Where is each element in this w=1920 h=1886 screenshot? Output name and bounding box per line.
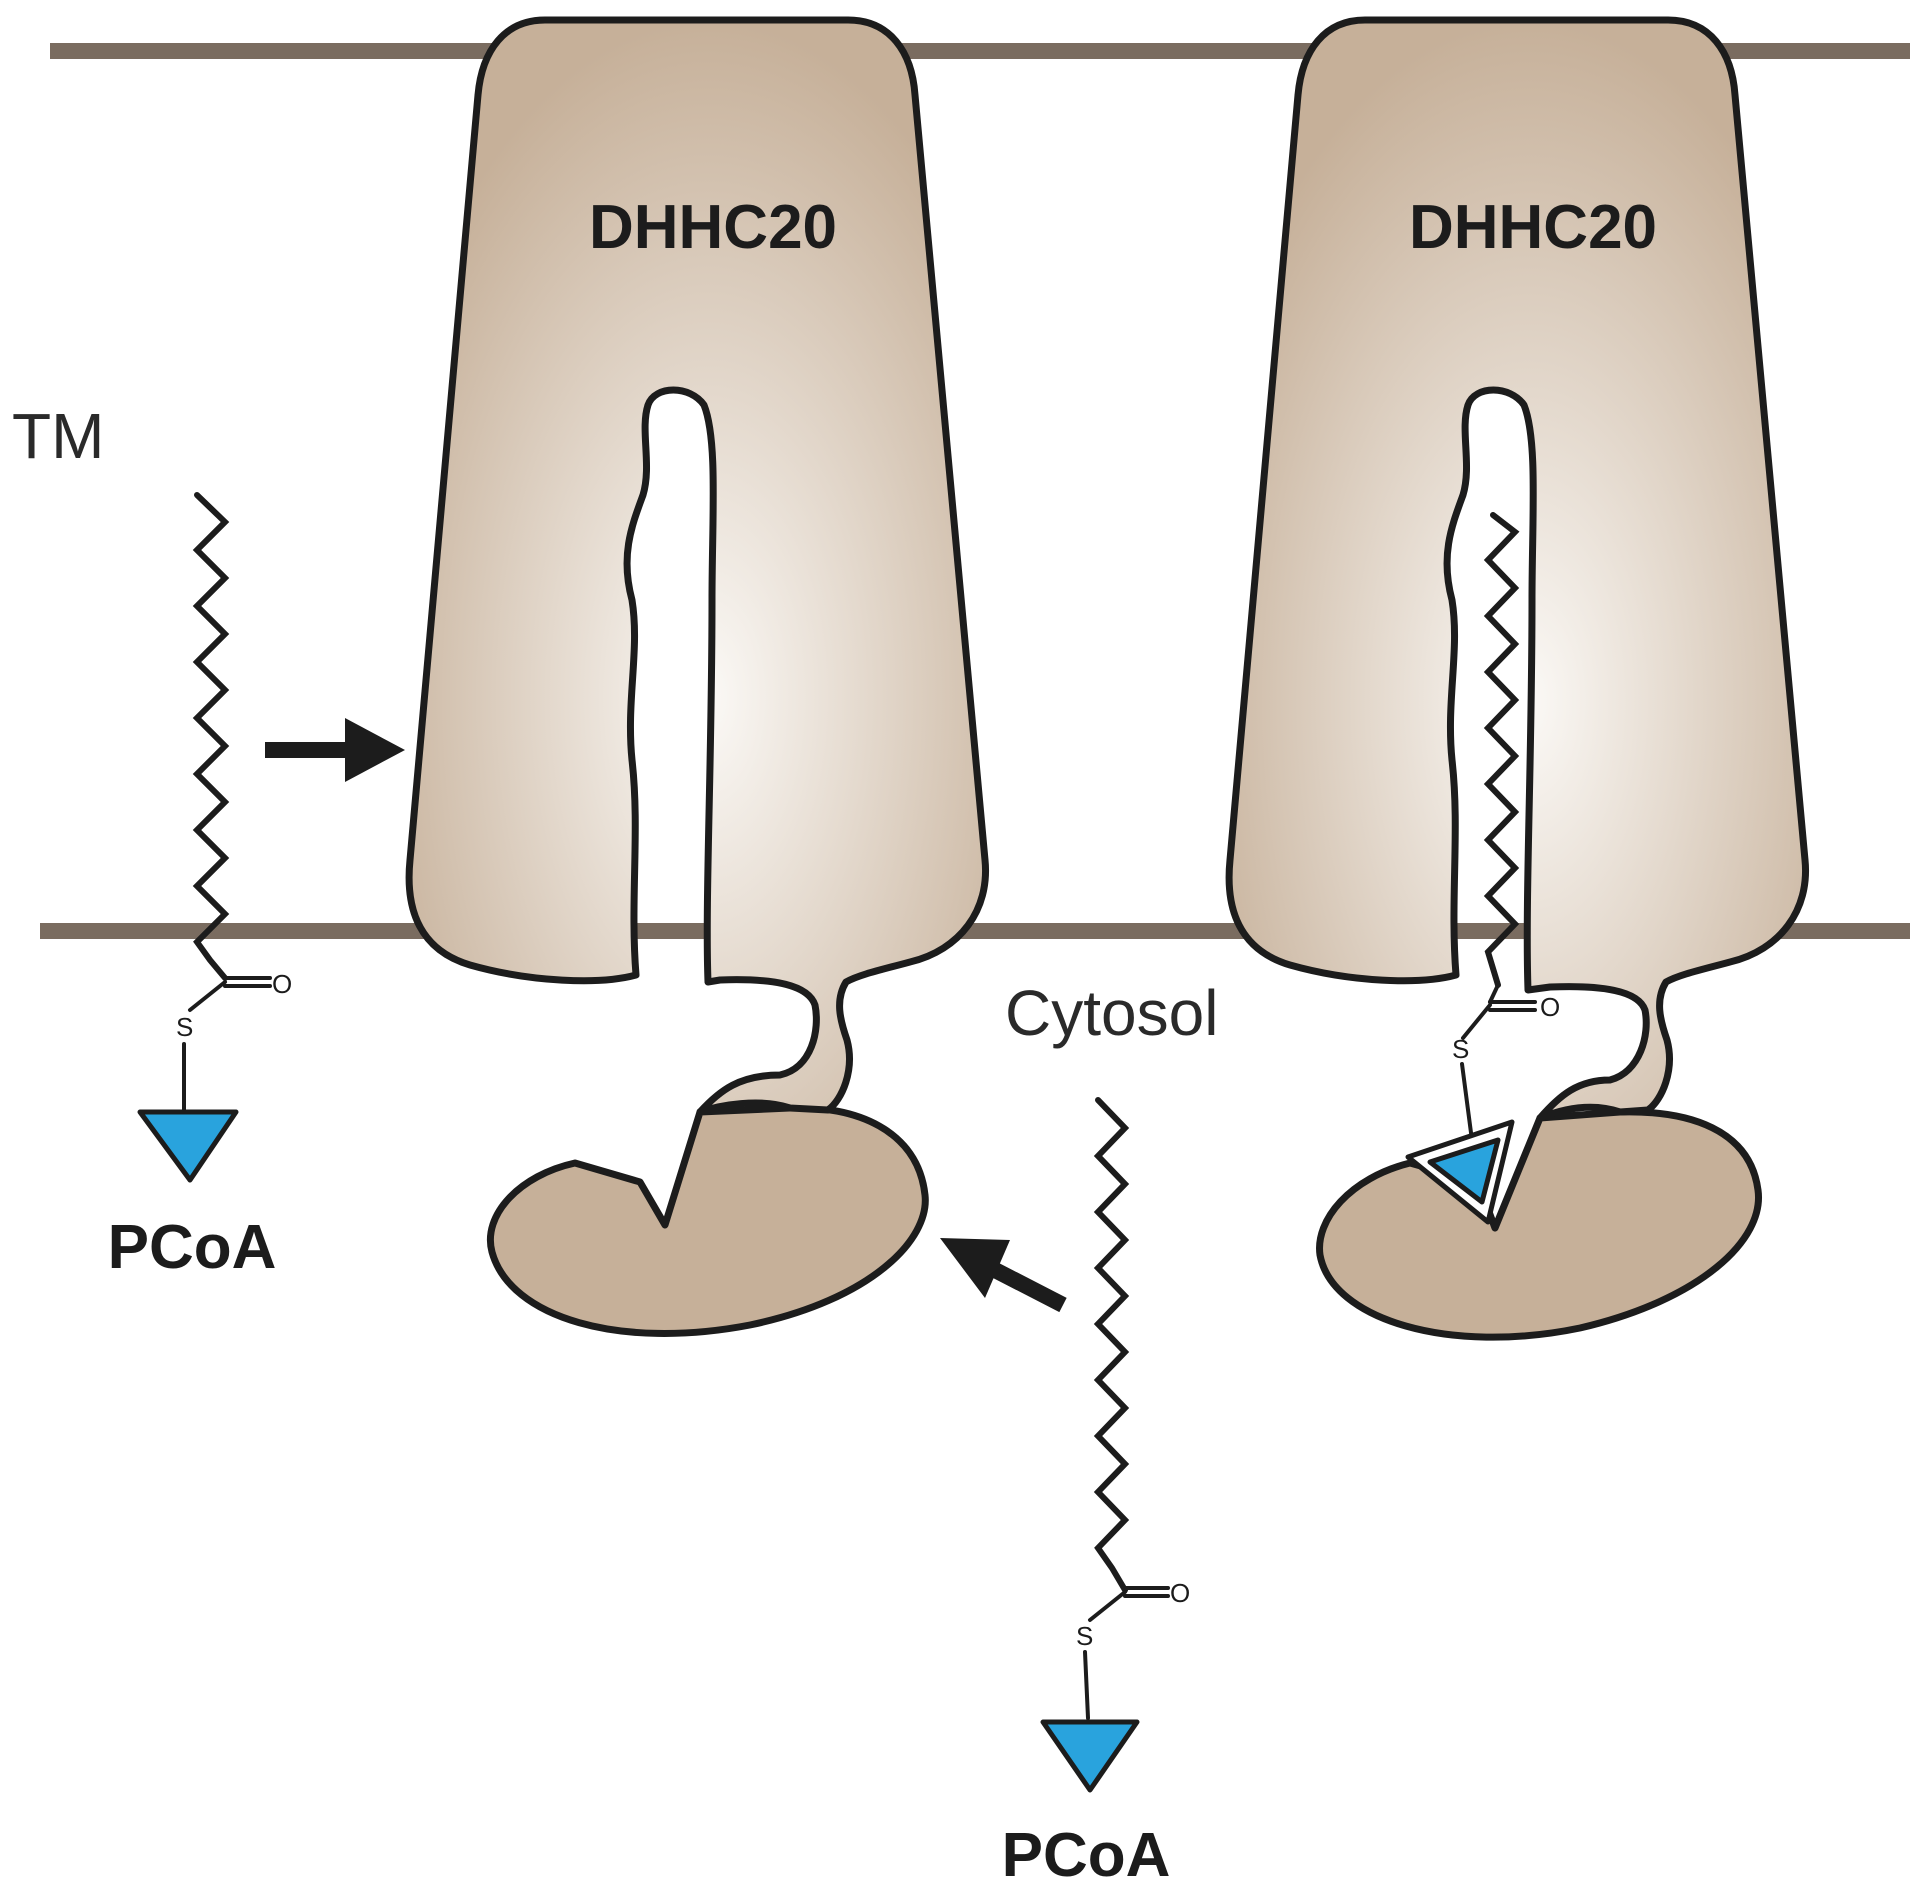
- protein-label-right: DHHC20: [1409, 193, 1657, 262]
- cytosol-region-label: Cytosol: [1005, 977, 1218, 1049]
- membrane-oxygen-atom: O: [272, 969, 292, 999]
- pcoa-label-left: PCoA: [108, 1213, 277, 1282]
- cytosol-sulfur-atom: S: [1076, 1621, 1093, 1651]
- pcoa-cytosol-molecule: O S PCoA: [1002, 1097, 1190, 1886]
- pcoa-label-bottom: PCoA: [1002, 1821, 1171, 1886]
- arrow-right-icon: [265, 718, 405, 782]
- dhhc20-protein-left: DHHC20: [405, 16, 990, 1337]
- cytosol-sulfur-bond: [1088, 1590, 1127, 1622]
- membrane-sulfur-bond: [188, 980, 227, 1012]
- tm-region-label: TM: [12, 400, 104, 472]
- arrow-up-left-icon: [940, 1238, 1067, 1313]
- dhhc20-protein-right: DHHC20 O S: [1225, 16, 1810, 1341]
- protein-label-left: DHHC20: [589, 193, 837, 262]
- membrane-coa-triangle: [137, 1109, 239, 1183]
- cytosol-oxygen-atom: O: [1170, 1578, 1190, 1608]
- bound-coa-triangle: [1427, 1137, 1501, 1205]
- bound-oxygen-atom: O: [1540, 992, 1560, 1022]
- cytosol-acyl-chain: [1093, 1097, 1130, 1593]
- cytosolic-domain-left: [487, 1104, 929, 1337]
- cytosol-coa-triangle: [1040, 1719, 1140, 1793]
- bound-thioester-bond: [1488, 983, 1500, 1004]
- membrane-acyl-chain: [192, 492, 230, 981]
- transmembrane-body-left: [405, 16, 990, 1116]
- bound-sulfur-atom: S: [1452, 1034, 1469, 1064]
- cytosol-coa-bond: [1083, 1650, 1090, 1720]
- pcoa-membrane-molecule: O S PCoA: [108, 492, 292, 1282]
- transmembrane-body-right: [1225, 16, 1810, 1122]
- membrane-sulfur-atom: S: [176, 1012, 193, 1042]
- bound-sulfur-bond: [1461, 1003, 1492, 1040]
- bound-acyl-chain: [1483, 512, 1520, 988]
- cytosolic-domain-right: [1316, 1108, 1762, 1341]
